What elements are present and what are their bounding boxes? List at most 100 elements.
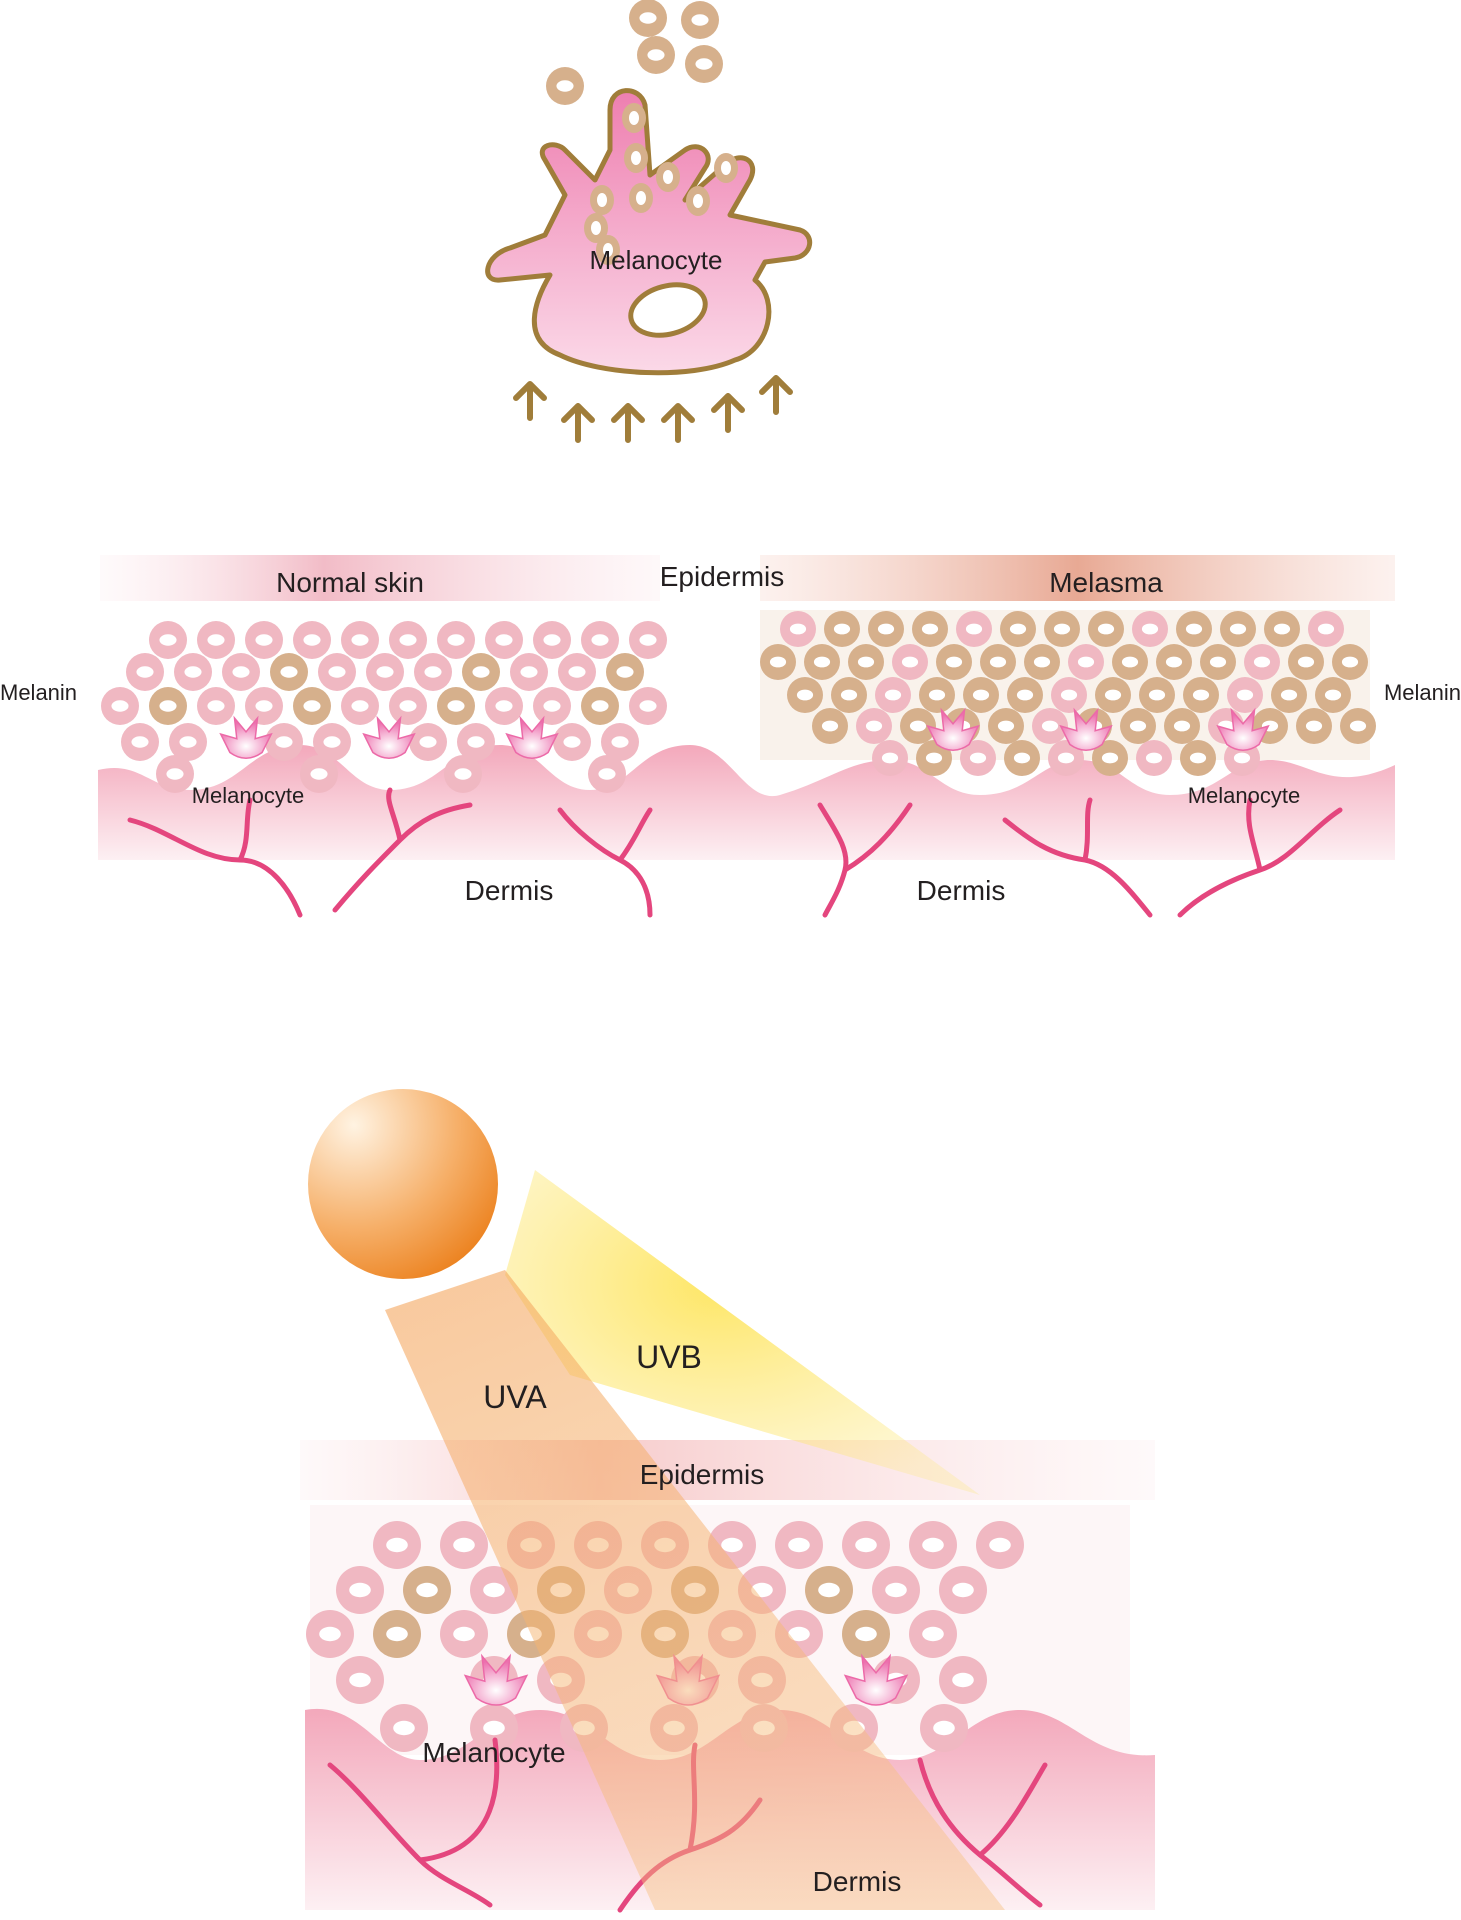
melanocyte-icon [219, 715, 273, 759]
skin-cell-core [453, 1537, 475, 1553]
melasma-cell-core [997, 720, 1015, 732]
skin-cell-core [721, 1537, 743, 1553]
uvb-beam [505, 1170, 980, 1495]
uva-beam [385, 1270, 1005, 1910]
melanin-granule-core [629, 111, 639, 125]
skin-cell-core [568, 666, 586, 678]
blood-vessel [332, 787, 473, 913]
melanin-granule-core [636, 191, 646, 205]
melanocyte-label-left: Melanocyte [192, 783, 305, 808]
dermis-label-right: Dermis [917, 875, 1006, 906]
skin-cell-core [563, 736, 581, 748]
melasma-cell-core [1297, 656, 1315, 668]
skin-cell-core [952, 1672, 974, 1688]
skin-cell-core [598, 768, 616, 780]
skin-cell-core [483, 1582, 505, 1598]
normal-skin-cells [101, 621, 667, 793]
normal-skin-label: Normal skin [276, 567, 424, 598]
melasma-cell-core [857, 656, 875, 668]
melasma-label: Melasma [1049, 567, 1163, 598]
melasma-cell-core [1317, 623, 1335, 635]
skin-cell-core [591, 700, 609, 712]
melasma-cell-core [901, 656, 919, 668]
melasma-cell-core [909, 720, 927, 732]
skin-cell-core [467, 736, 485, 748]
skin-cell-core [351, 700, 369, 712]
melasma-cell-core [1341, 656, 1359, 668]
skin-cell-core [454, 768, 472, 780]
skin-cell-core [136, 666, 154, 678]
up-arrow-icon [759, 375, 793, 415]
skin-cell-core [386, 1537, 408, 1553]
bottom-epidermis-band [300, 1440, 1155, 1500]
melasma-cell-core [921, 623, 939, 635]
skin-cell-core [495, 634, 513, 646]
melanocyte-icon [1059, 707, 1113, 751]
skin-cell-core [472, 666, 490, 678]
melanin-label-left: Melanin [0, 680, 77, 705]
up-arrow-icon [513, 381, 547, 421]
melasma-cell-core [1209, 656, 1227, 668]
melasma-cell-core [884, 689, 902, 701]
skin-cell-core [323, 736, 341, 748]
melasma-cell-core [877, 623, 895, 635]
melasma-cell-core [972, 689, 990, 701]
skin-cell-core [399, 634, 417, 646]
melasma-cell-core [1305, 720, 1323, 732]
uv-exposure-panel: UVB UVA Epidermis Melanocyte Dermis [300, 1083, 1155, 1913]
melanin-granule-core [693, 194, 703, 208]
melasma-cell-core [1077, 656, 1095, 668]
melasma-cell-core [1013, 752, 1031, 764]
blood-vessel [127, 797, 303, 918]
melanin-granule-core [603, 243, 613, 257]
free-melanin-granule-core [691, 14, 709, 26]
bottom-epidermis-label: Epidermis [640, 1459, 764, 1490]
melasma-cell-core [1104, 689, 1122, 701]
skin-cell-core [447, 634, 465, 646]
skin-cell-core [483, 1720, 505, 1736]
stimulus-arrows [513, 375, 793, 443]
skin-cell-core [319, 1626, 341, 1642]
melasma-cell-core [1192, 689, 1210, 701]
bottom-dermis-label: Dermis [813, 1866, 902, 1897]
melanocyte-icon [362, 715, 416, 759]
skin-cell-core [310, 768, 328, 780]
melanin-granule-core [631, 151, 641, 165]
up-arrow-icon [561, 403, 595, 443]
melasma-cell-core [1101, 752, 1119, 764]
up-arrow-icon [611, 403, 645, 443]
melasma-cell-core [865, 720, 883, 732]
skin-cell-core [399, 700, 417, 712]
free-melanin-granule-core [695, 58, 713, 70]
melanin-granules-in-cell [584, 103, 738, 265]
blood-vessel [1177, 797, 1343, 918]
melasma-cell-core [1060, 689, 1078, 701]
melanocyte-icon [843, 1653, 909, 1706]
melasma-cell-core [1009, 623, 1027, 635]
blood-vessel [1002, 797, 1153, 918]
normal-epidermis-band [100, 555, 660, 601]
free-melanin-granule-core [639, 12, 657, 24]
skin-cell-core [255, 634, 273, 646]
skin-cell-core [159, 700, 177, 712]
melasma-cell-core [789, 623, 807, 635]
dermis-vessels [127, 787, 1343, 918]
skin-cell-core [419, 736, 437, 748]
melanin-granule-core [721, 161, 731, 175]
melanin-label-right: Melanin [1384, 680, 1461, 705]
melasma-cell-core [1173, 720, 1191, 732]
melanocyte-closeup: Melanocyte [485, 0, 812, 443]
free-melanin-granule-core [556, 80, 574, 92]
released-melanin-granules [546, 0, 723, 105]
melasma-cell-core [1097, 623, 1115, 635]
melanocyte-cell-label: Melanocyte [590, 245, 723, 275]
skin-cell-core [495, 700, 513, 712]
skin-cell-core [818, 1582, 840, 1598]
melasma-cell-core [1148, 689, 1166, 701]
melanocyte-icon [1216, 707, 1270, 751]
skin-cell-core [922, 1626, 944, 1642]
melasma-cell-core [1280, 689, 1298, 701]
melasma-cell-core [1129, 720, 1147, 732]
skin-cell-core [855, 1537, 877, 1553]
blood-vessel [327, 1737, 500, 1908]
